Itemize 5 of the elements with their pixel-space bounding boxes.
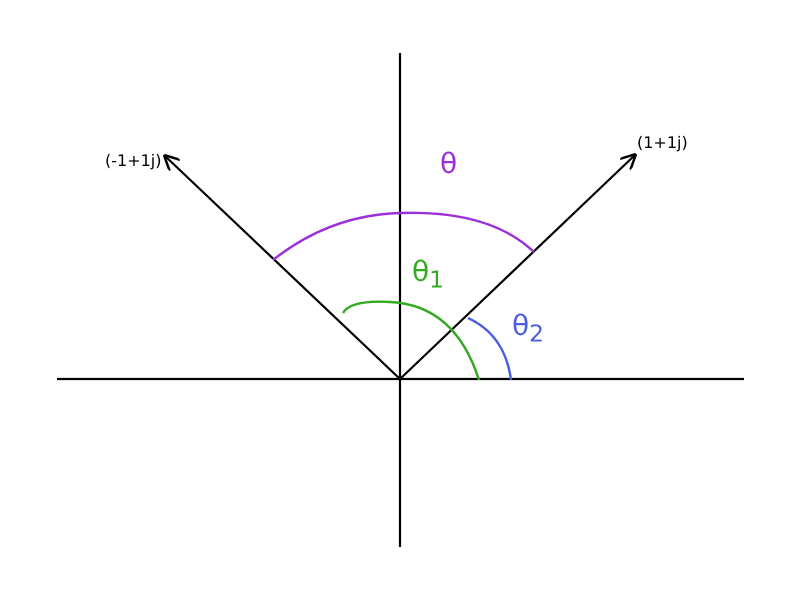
point-label: (1+1j) xyxy=(637,135,688,151)
point-label: (-1+1j) xyxy=(105,153,162,169)
angle-label: θ$_{2}$ xyxy=(512,312,544,346)
angle-label: θ xyxy=(440,150,458,178)
angle-label: θ$_{1}$ xyxy=(412,258,444,292)
